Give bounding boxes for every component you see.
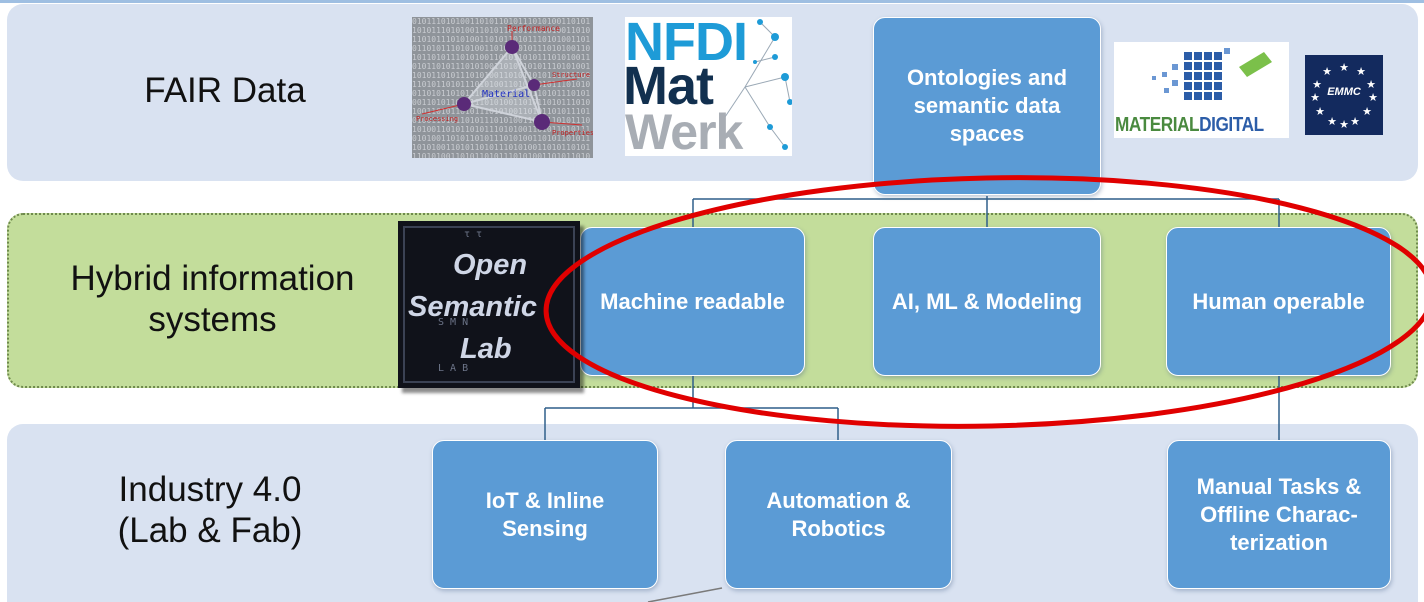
svg-text:★: ★ xyxy=(1327,116,1337,128)
svg-text:★: ★ xyxy=(1366,79,1376,91)
industry-label: Industry 4.0 (Lab & Fab) xyxy=(117,470,303,550)
svg-text:★: ★ xyxy=(1339,119,1349,131)
ai-ml-modeling-box: AI, ML & Modeling xyxy=(873,227,1101,376)
material-digital-text: MATERIALDIGITAL xyxy=(1115,114,1264,136)
material-digital-logo: MATERIALDIGITAL xyxy=(1114,42,1289,138)
svg-text:τ τ: τ τ xyxy=(464,229,482,240)
automation-robotics-box: Automation & Robotics xyxy=(725,440,952,589)
svg-text:★: ★ xyxy=(1356,66,1366,78)
svg-text:★: ★ xyxy=(1312,79,1322,91)
emmc-logo: ★★★ ★★★ ★★★ ★★★ EMMC xyxy=(1305,55,1383,135)
svg-text:★: ★ xyxy=(1350,116,1360,128)
processing-text: Processing xyxy=(416,115,458,123)
fair-data-label: FAIR Data xyxy=(144,71,306,110)
open-semantic-lab-logo: τ τ S M N L A B Open Semantic Lab xyxy=(398,221,580,388)
svg-text:★: ★ xyxy=(1310,92,1320,104)
open-text: Open xyxy=(453,249,528,281)
manual-tasks-box: Manual Tasks & Offline Charac- terizatio… xyxy=(1167,440,1391,589)
svg-text:★: ★ xyxy=(1368,92,1378,104)
iot-sensing-box: IoT & Inline Sensing xyxy=(432,440,658,589)
werk-text: Werk xyxy=(625,104,743,156)
ontologies-box: Ontologies and semantic data spaces xyxy=(873,17,1101,195)
svg-text:L A B: L A B xyxy=(438,363,468,374)
top-rule xyxy=(0,0,1424,3)
hybrid-systems-label: Hybrid information systems xyxy=(70,259,355,339)
material-tetrahedron-logo: 0101110101001101011010111010100110101101… xyxy=(412,17,593,158)
structure-text: Structure xyxy=(552,71,590,79)
emmc-text: EMMC xyxy=(1327,86,1361,98)
svg-text:★: ★ xyxy=(1339,62,1349,74)
svg-text:S M N: S M N xyxy=(438,317,468,328)
lab-text: Lab xyxy=(460,333,512,365)
nfdi-text: NFDI xyxy=(625,17,748,72)
human-operable-box: Human operable xyxy=(1166,227,1391,376)
properties-text: Properties xyxy=(552,129,593,137)
mat-text: Mat xyxy=(625,56,714,116)
nfdi-matwerk-logo: NFDI Mat Werk xyxy=(625,17,792,156)
svg-text:★: ★ xyxy=(1315,106,1325,118)
material-text: Material xyxy=(482,89,530,100)
performance-text: Performance xyxy=(507,24,560,33)
semantic-text: Semantic xyxy=(408,291,537,323)
svg-text:★: ★ xyxy=(1322,66,1332,78)
svg-text:★: ★ xyxy=(1362,106,1372,118)
machine-readable-box: Machine readable xyxy=(580,227,805,376)
